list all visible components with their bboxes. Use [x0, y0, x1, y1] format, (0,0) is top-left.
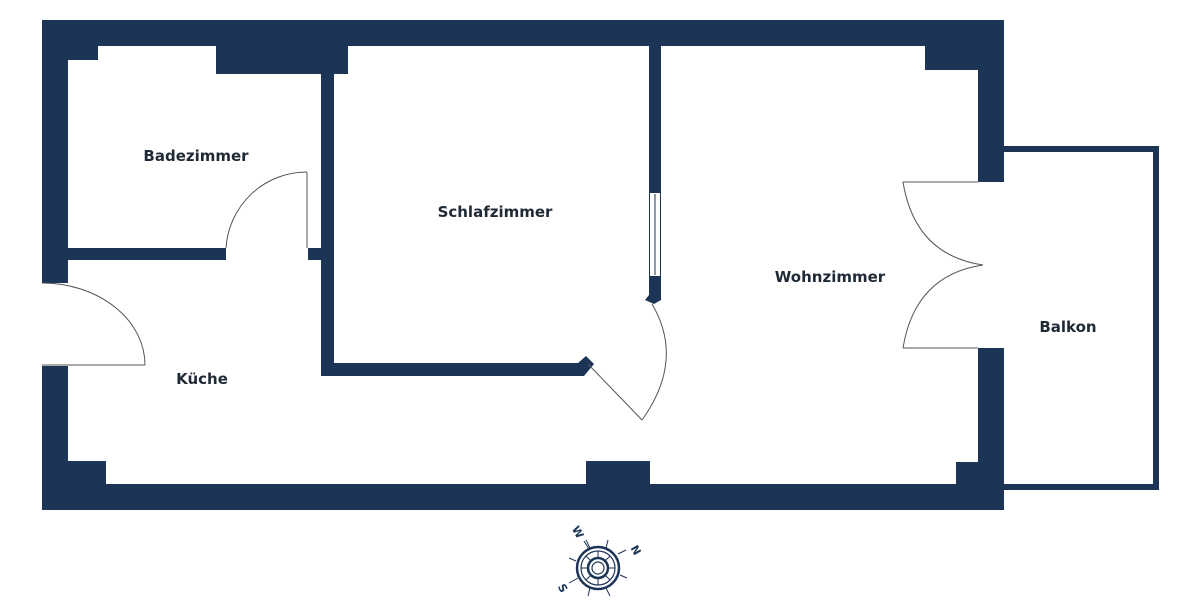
compass-west: W	[569, 524, 586, 541]
compass-icon: W N S	[555, 524, 644, 597]
doors	[41, 171, 984, 421]
room-labels: Badezimmer Schlafzimmer Wohnzimmer Küche…	[143, 147, 1096, 388]
window	[649, 192, 661, 277]
room-label-wohnzimmer: Wohnzimmer	[775, 268, 886, 286]
room-label-schlafzimmer: Schlafzimmer	[438, 203, 553, 221]
entrance-door	[41, 282, 146, 366]
balcony-railing	[990, 146, 1159, 490]
compass-north: N	[628, 543, 644, 557]
room-label-balkon: Balkon	[1039, 318, 1096, 336]
bedroom-door	[587, 303, 667, 421]
bathroom-door	[225, 171, 308, 249]
balcony-door	[902, 181, 984, 349]
room-label-badezimmer: Badezimmer	[143, 147, 249, 165]
walls	[42, 20, 1004, 510]
compass-south: S	[555, 582, 570, 595]
room-label-kueche: Küche	[176, 370, 228, 388]
